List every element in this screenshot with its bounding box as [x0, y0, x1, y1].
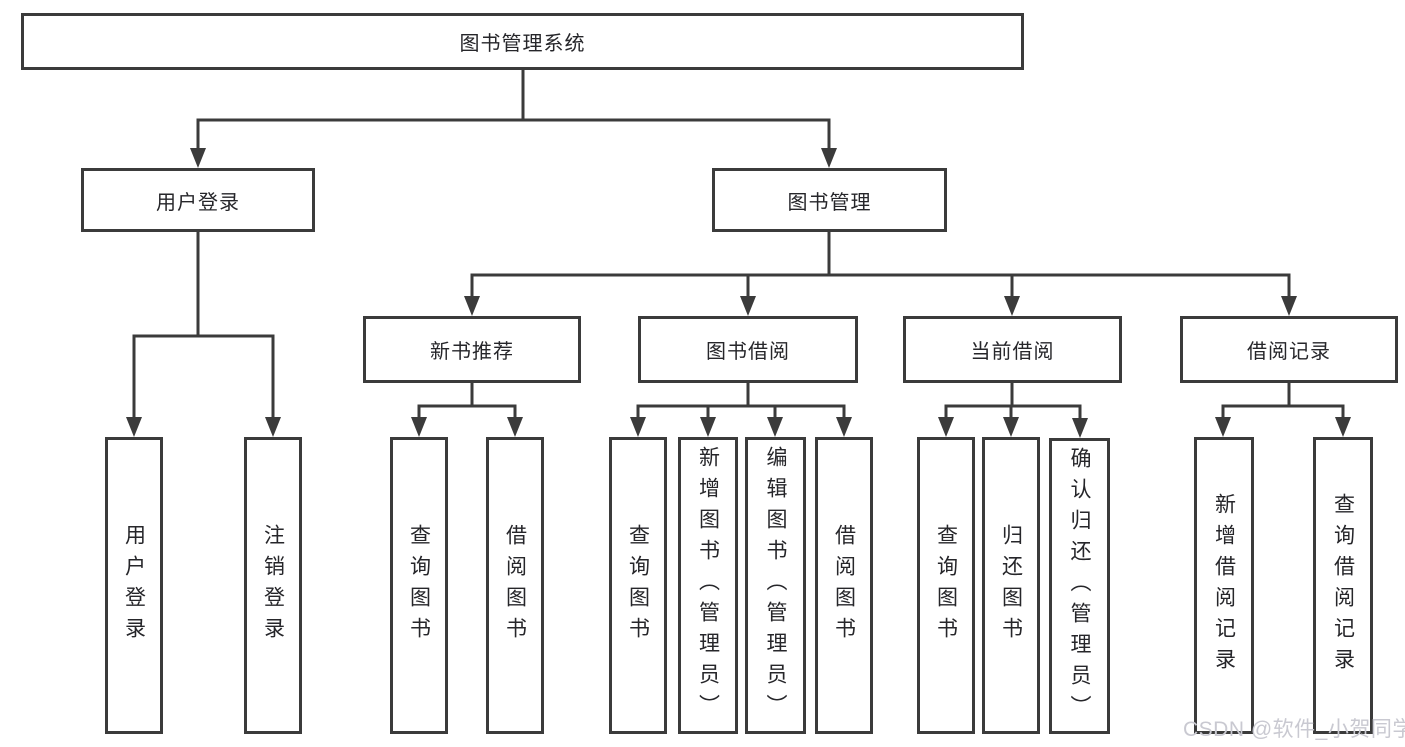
leaf-borrowing-borrow-books-label: 借阅图书	[832, 523, 856, 648]
leaf-records-query-record: 查询借阅记录	[1313, 437, 1373, 734]
leaf-borrowing-query-books-label: 查询图书	[626, 523, 650, 648]
watermark: CSDN @软件_小贺同学	[1183, 718, 1405, 741]
leaf-newbook-query-books-label: 查询图书	[407, 523, 431, 648]
node-book-management: 图书管理	[712, 168, 947, 232]
leaf-records-query-record-label: 查询借阅记录	[1331, 492, 1355, 679]
node-borrow-records-label: 借阅记录	[1247, 341, 1331, 363]
node-new-book-recommend-label: 新书推荐	[430, 341, 514, 363]
leaf-newbook-borrow-books-label: 借阅图书	[503, 523, 527, 648]
leaf-records-add-record-label: 新增借阅记录	[1212, 492, 1236, 679]
leaf-borrowing-edit-books-admin: 编辑图书（管理员）	[745, 437, 806, 734]
leaf-logout-label: 注销登录	[261, 523, 285, 648]
node-book-management-label: 图书管理	[787, 191, 872, 214]
leaf-user-login: 用户登录	[105, 437, 163, 734]
node-new-book-recommend: 新书推荐	[363, 316, 581, 383]
leaf-records-add-record: 新增借阅记录	[1194, 437, 1254, 734]
leaf-current-query-books-label: 查询图书	[934, 523, 958, 648]
node-current-borrowing-label: 当前借阅	[970, 341, 1055, 363]
leaf-newbook-query-books: 查询图书	[390, 437, 448, 734]
node-borrow-records: 借阅记录	[1180, 316, 1398, 383]
leaf-borrowing-query-books: 查询图书	[609, 437, 667, 734]
leaf-current-return-books: 归还图书	[982, 437, 1040, 734]
leaf-user-login-label: 用户登录	[122, 523, 146, 648]
node-current-borrowing: 当前借阅	[903, 316, 1122, 383]
node-user-login-label: 用户登录	[156, 191, 240, 214]
leaf-borrowing-borrow-books: 借阅图书	[815, 437, 873, 734]
node-root-label: 图书管理系统	[459, 33, 586, 55]
node-root: 图书管理系统	[21, 13, 1024, 70]
leaf-current-confirm-return-admin: 确认归还（管理员）	[1049, 438, 1110, 734]
leaf-current-return-books-label: 归还图书	[999, 523, 1023, 648]
leaf-borrowing-edit-books-admin-label: 编辑图书（管理员）	[764, 446, 787, 725]
leaf-newbook-borrow-books: 借阅图书	[486, 437, 544, 734]
leaf-current-query-books: 查询图书	[917, 437, 975, 734]
leaf-logout: 注销登录	[244, 437, 302, 734]
node-book-borrowing: 图书借阅	[638, 316, 858, 383]
node-book-borrowing-label: 图书借阅	[706, 341, 790, 363]
leaf-borrowing-add-books-admin-label: 新增图书（管理员）	[696, 446, 720, 725]
leaf-current-confirm-return-admin-label: 确认归还（管理员）	[1068, 446, 1091, 726]
leaf-borrowing-add-books-admin: 新增图书（管理员）	[678, 437, 738, 734]
node-user-login: 用户登录	[81, 168, 315, 232]
